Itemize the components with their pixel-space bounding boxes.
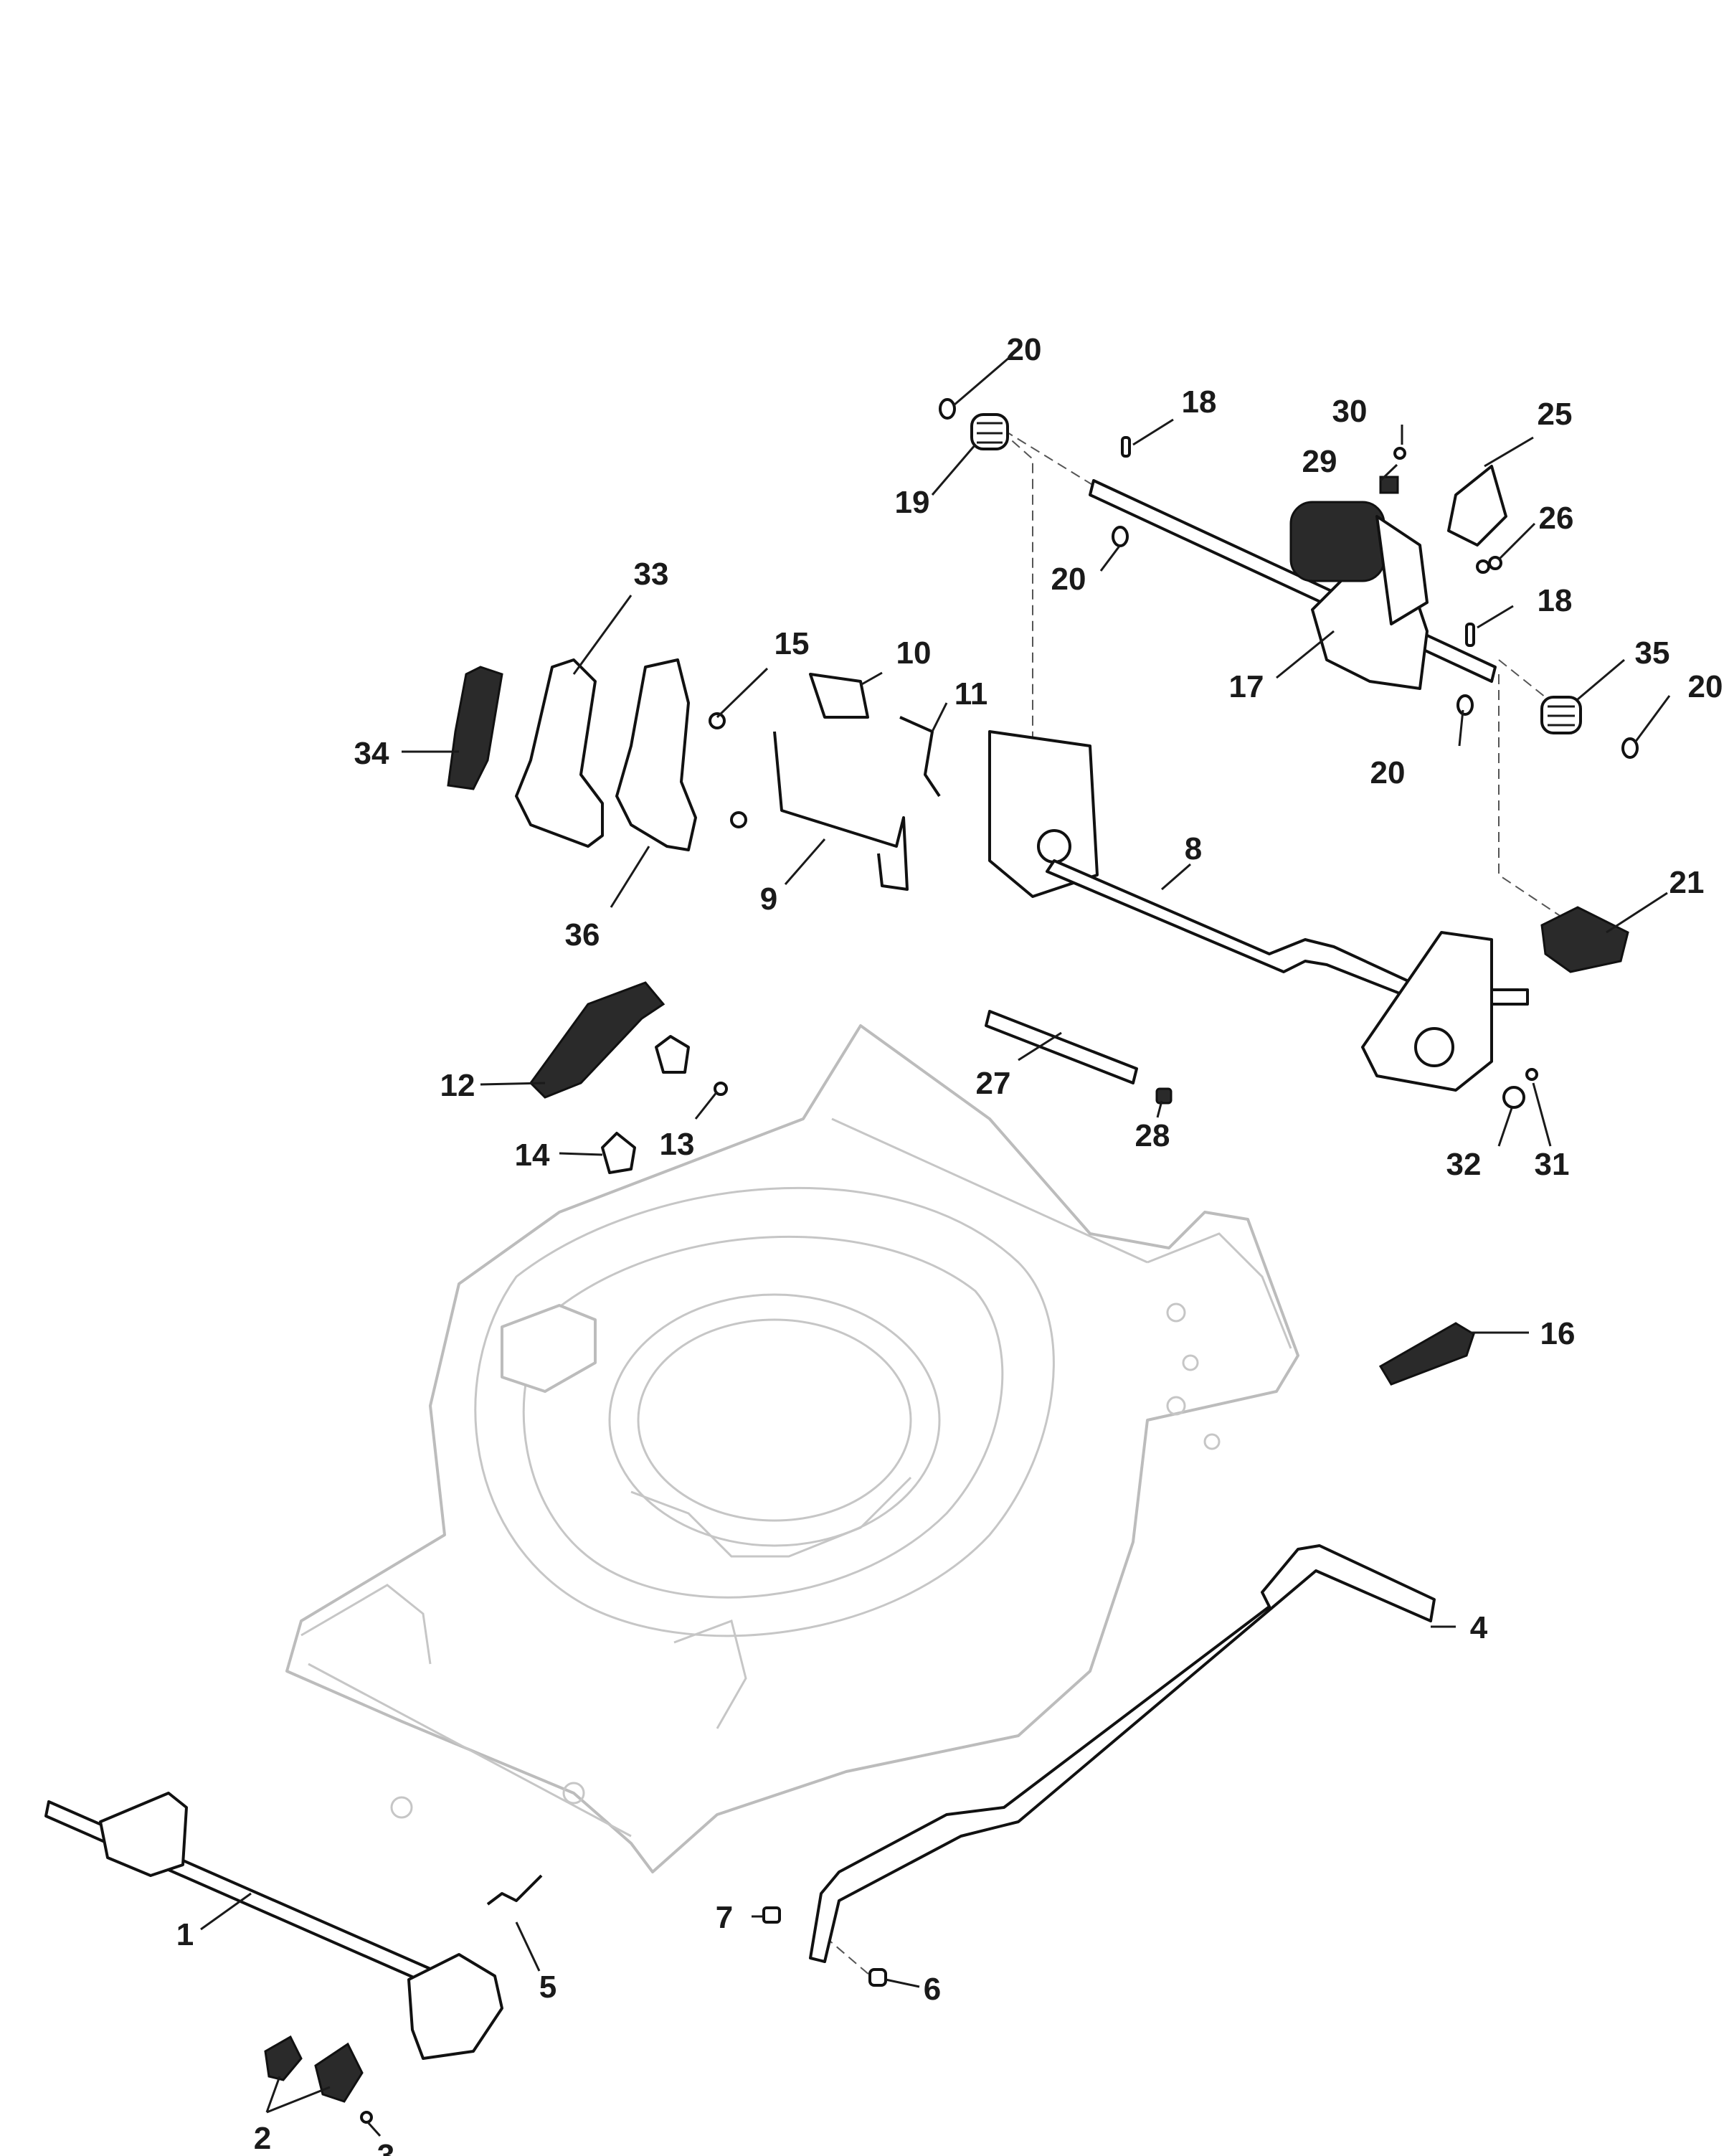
pinion-gear-left bbox=[970, 413, 1009, 450]
callout-7: 7 bbox=[716, 1900, 733, 1935]
callout-19: 19 bbox=[895, 485, 930, 520]
callout-10: 10 bbox=[896, 635, 932, 671]
pinion-gear-right bbox=[1540, 696, 1582, 734]
callout-4: 4 bbox=[1470, 1610, 1488, 1645]
lever-cover bbox=[515, 658, 604, 848]
wire-9 bbox=[773, 731, 909, 891]
lever-base bbox=[615, 658, 697, 851]
callout-5: 5 bbox=[539, 1970, 556, 2005]
rod bbox=[985, 1010, 1138, 1084]
wheel-cap bbox=[1540, 906, 1629, 973]
callout-27: 27 bbox=[976, 1066, 1011, 1101]
callout-21: 21 bbox=[1669, 865, 1705, 900]
callout-15: 15 bbox=[775, 626, 810, 661]
bracket bbox=[1447, 465, 1507, 547]
callout-12: 12 bbox=[440, 1068, 475, 1103]
callout-20: 20 bbox=[1051, 562, 1086, 597]
spring-11 bbox=[899, 716, 941, 798]
clip-10 bbox=[809, 673, 869, 719]
callout-34: 34 bbox=[354, 736, 389, 771]
callout-6: 6 bbox=[924, 1972, 941, 2007]
callout-9: 9 bbox=[760, 881, 777, 917]
callout-2: 2 bbox=[254, 2121, 271, 2156]
front-axle bbox=[44, 1792, 503, 2060]
callout-28: 28 bbox=[1135, 1118, 1170, 1153]
callout-3: 3 bbox=[377, 2138, 394, 2156]
gearbox bbox=[1289, 501, 1429, 690]
rear-axle bbox=[988, 730, 1529, 1092]
callout-17: 17 bbox=[1229, 669, 1264, 704]
handle-lock bbox=[529, 981, 665, 1099]
callout-33: 33 bbox=[634, 557, 669, 592]
handle-tube bbox=[809, 1544, 1436, 1963]
callout-1: 1 bbox=[176, 1917, 194, 1952]
callout-31: 31 bbox=[1535, 1147, 1570, 1182]
callout-32: 32 bbox=[1446, 1147, 1482, 1182]
callout-35: 35 bbox=[1635, 635, 1670, 671]
callout-26: 26 bbox=[1539, 501, 1574, 536]
callout-11: 11 bbox=[954, 676, 988, 711]
drive-shaft bbox=[1089, 479, 1497, 683]
callout-29: 29 bbox=[1302, 444, 1337, 479]
leader-lines bbox=[200, 356, 1671, 2137]
callout-18: 18 bbox=[1538, 583, 1573, 618]
parts bbox=[44, 398, 1639, 2124]
callout-8: 8 bbox=[1185, 831, 1202, 866]
callout-30: 30 bbox=[1332, 394, 1368, 429]
callout-25: 25 bbox=[1538, 397, 1573, 432]
callout-20: 20 bbox=[1007, 332, 1042, 367]
alignment-lines bbox=[824, 430, 1571, 1980]
spring-5 bbox=[486, 1874, 543, 1906]
part-16 bbox=[1378, 1322, 1475, 1386]
callout-36: 36 bbox=[565, 917, 600, 952]
callout-18: 18 bbox=[1182, 384, 1217, 420]
callout-20: 20 bbox=[1688, 669, 1723, 704]
callout-14: 14 bbox=[515, 1138, 550, 1173]
callout-16: 16 bbox=[1540, 1316, 1576, 1351]
lever-grip bbox=[447, 666, 503, 790]
mower-deck-ghost bbox=[285, 1024, 1299, 1873]
callout-20: 20 bbox=[1370, 755, 1406, 790]
callout-labels: 20 18 30 25 29 19 26 20 33 18 15 10 35 2… bbox=[176, 332, 1723, 2156]
callout-13: 13 bbox=[660, 1127, 695, 1162]
